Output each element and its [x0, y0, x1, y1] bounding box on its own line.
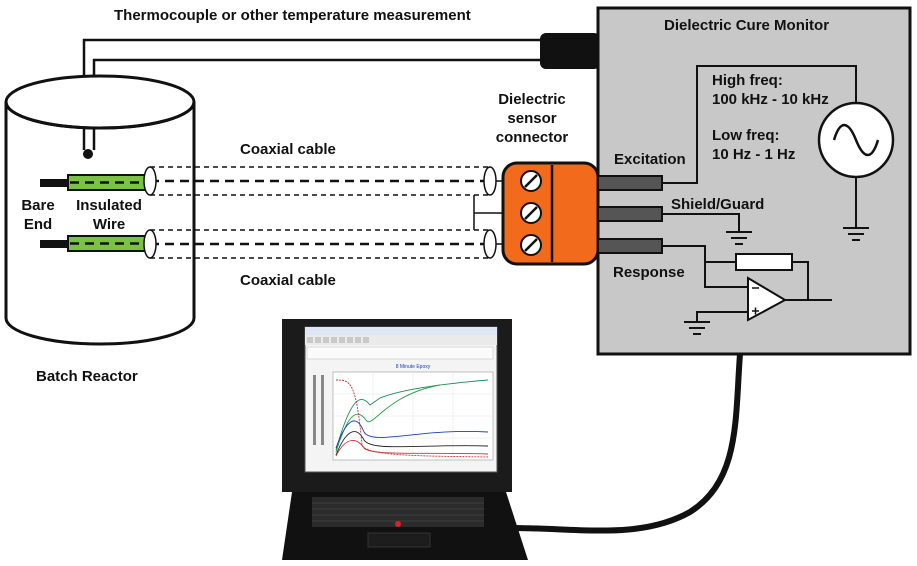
screw-terminal-icon [520, 202, 542, 224]
low-freq-title: Low freq: [712, 127, 780, 144]
response-label: Response [613, 264, 685, 281]
resistor-icon [735, 253, 793, 271]
sensor-connector-label-line1: Dielectric [498, 91, 566, 108]
coaxial-cable-top [143, 166, 530, 196]
coaxial-cable-bottom [143, 229, 530, 259]
batch-reactor-label: Batch Reactor [36, 368, 138, 385]
sensor-connector-label-line2: sensor [507, 110, 557, 127]
insulated-wire-label-line1: Insulated [76, 197, 142, 214]
batch-reactor-opening [4, 101, 196, 130]
screw-terminal-icon [520, 234, 542, 256]
bare-end-label-line1: Bare [21, 197, 55, 214]
thermocouple-label: Thermocouple or other temperature measur… [114, 7, 471, 24]
monitor-title: Dielectric Cure Monitor [664, 17, 830, 34]
sensor-wire-bottom [40, 235, 147, 252]
batch-reactor [4, 74, 196, 346]
thermocouple-tip [83, 149, 93, 159]
coaxial-cable-top-label: Coaxial cable [240, 141, 336, 158]
sensor-wire-top [40, 174, 147, 191]
bare-end-label-line2: End [23, 216, 53, 233]
op-amp-icon [747, 276, 788, 322]
insulated-wire-label-line2: Wire [92, 216, 126, 233]
thermocouple-plug [540, 33, 600, 69]
usb-cable [511, 353, 743, 534]
high-freq-range: 100 kHz - 10 kHz [712, 91, 829, 108]
connector-pins [597, 175, 663, 254]
coaxial-cable-bottom-label: Coaxial cable [240, 272, 336, 289]
laptop-plot-title: 8 Minute Epoxy [396, 364, 431, 370]
low-freq-range: 10 Hz - 1 Hz [712, 146, 796, 163]
shield-guard-label: Shield/Guard [671, 196, 765, 213]
ground-symbol-icon [843, 227, 869, 241]
sensor-connector [501, 161, 600, 266]
shield-wiring [662, 213, 740, 232]
response-wiring [662, 245, 832, 322]
ground-symbol-icon [726, 231, 752, 245]
excitation-wiring [662, 65, 857, 228]
laptop-screen: 8 Minute Epoxy [305, 327, 497, 461]
excitation-label: Excitation [614, 151, 686, 168]
sensor-connector-label-line3: connector [495, 129, 569, 146]
ground-symbol-icon [684, 321, 710, 335]
screw-terminal-icon [520, 170, 542, 192]
sine-wave-source-icon [817, 101, 895, 179]
high-freq-title: High freq: [712, 72, 783, 89]
